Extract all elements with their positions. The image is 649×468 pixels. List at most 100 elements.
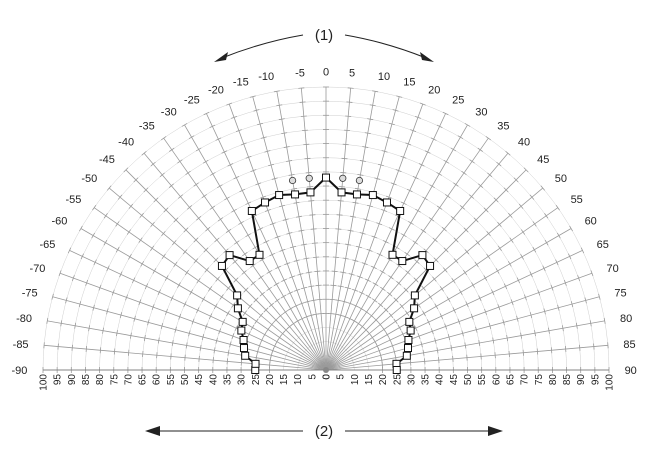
spoke-tick [523,167,529,173]
spoke-tick [420,341,423,348]
spoke-tick [157,289,161,296]
spoke-tick [461,330,464,337]
spoke-tick [238,221,244,225]
spoke-tick [221,319,226,326]
angle-label: -75 [22,288,38,300]
spoke-tick [161,231,166,237]
spoke-tick [422,310,426,317]
spoke-tick [258,312,264,318]
spoke-tick [240,359,243,366]
radial-label: 65 [138,374,149,386]
spoke-tick [287,306,294,311]
spoke-tick [393,318,398,324]
spoke-tick [396,95,403,98]
spoke-tick [256,348,259,355]
spoke-tick [370,265,377,270]
spoke-tick [405,270,411,275]
spoke-tick [363,309,370,315]
spoke-tick [286,232,293,235]
spoke-tick [376,222,383,226]
spoke-tick [366,248,373,252]
spoke-tick [278,118,285,121]
spoke-tick [387,291,393,297]
spoke-tick [255,354,258,361]
spoke-tick [502,319,505,326]
spoke-tick [436,205,443,210]
spoke-tick [301,286,308,290]
spoke-tick [191,318,195,325]
spoke-tick [446,296,451,303]
spoke-tick [363,218,370,221]
spoke-tick [160,323,164,330]
data-point-square [251,359,260,368]
spoke-tick [443,247,449,253]
spoke-tick [388,312,394,318]
angle-label: -15 [233,77,249,89]
spoke-tick [417,333,421,340]
spoke-tick [461,170,467,176]
spoke-tick [310,228,317,230]
spoke-tick [443,267,448,273]
radial-label: 80 [548,374,559,386]
spoke-tick [279,248,286,252]
radial-label: 80 [95,374,106,386]
spoke-tick [304,157,311,160]
spoke-tick [213,257,219,263]
spoke-tick [119,312,123,319]
spoke-tick [98,284,102,291]
spoke-tick [540,185,546,191]
spoke-tick [441,226,447,232]
spoke-tick [129,332,132,339]
spoke-tick [235,129,242,133]
data-point-circle [339,174,347,182]
spoke-tick [359,232,366,235]
radial-label: 0 [322,374,333,380]
data-point-square [405,317,414,326]
spoke-tick [486,253,491,260]
spoke-tick [233,176,240,180]
spoke-tick [346,101,353,103]
spoke-tick [266,286,272,291]
spoke-tick [394,354,397,361]
spoke-tick [397,324,402,331]
spoke-tick [310,299,317,302]
spoke-tick [419,102,426,106]
spoke-tick [51,293,54,300]
spoke-tick [92,204,97,211]
spoke-tick [215,276,220,282]
spoke-tick [342,257,349,260]
spoke-tick [492,337,495,344]
angle-label: 5 [349,68,355,80]
spoke-tick [524,294,527,301]
spoke-tick [396,281,402,286]
spoke-tick [475,326,478,333]
spoke-tick [150,245,155,251]
spoke-tick [196,278,201,284]
spoke-tick [428,217,435,222]
spoke-tick [403,287,409,293]
angle-label: 30 [475,106,487,118]
spoke-tick [254,318,259,324]
spoke-tick [260,195,267,199]
spoke-tick [274,235,281,239]
annotation-2: (2) [315,423,333,440]
data-point-square [418,251,427,260]
spoke-tick [356,275,363,279]
spoke-tick [372,90,379,93]
spoke-tick [250,324,255,331]
spoke-tick [257,122,264,126]
spoke-tick [494,352,496,359]
spoke-tick [575,322,578,329]
angle-label: -55 [66,194,82,206]
spoke-tick [371,235,378,239]
rotation-arc-right [344,34,427,59]
angle-label: -70 [30,263,46,275]
angle-label: 50 [555,173,567,185]
data-point-square [337,188,346,197]
rotation-annotation: (1) [214,27,434,62]
spoke-tick [229,341,232,348]
spoke-tick [537,289,541,296]
spoke-tick [436,172,442,176]
spoke-tick [240,142,247,146]
spoke-tick [393,297,399,303]
